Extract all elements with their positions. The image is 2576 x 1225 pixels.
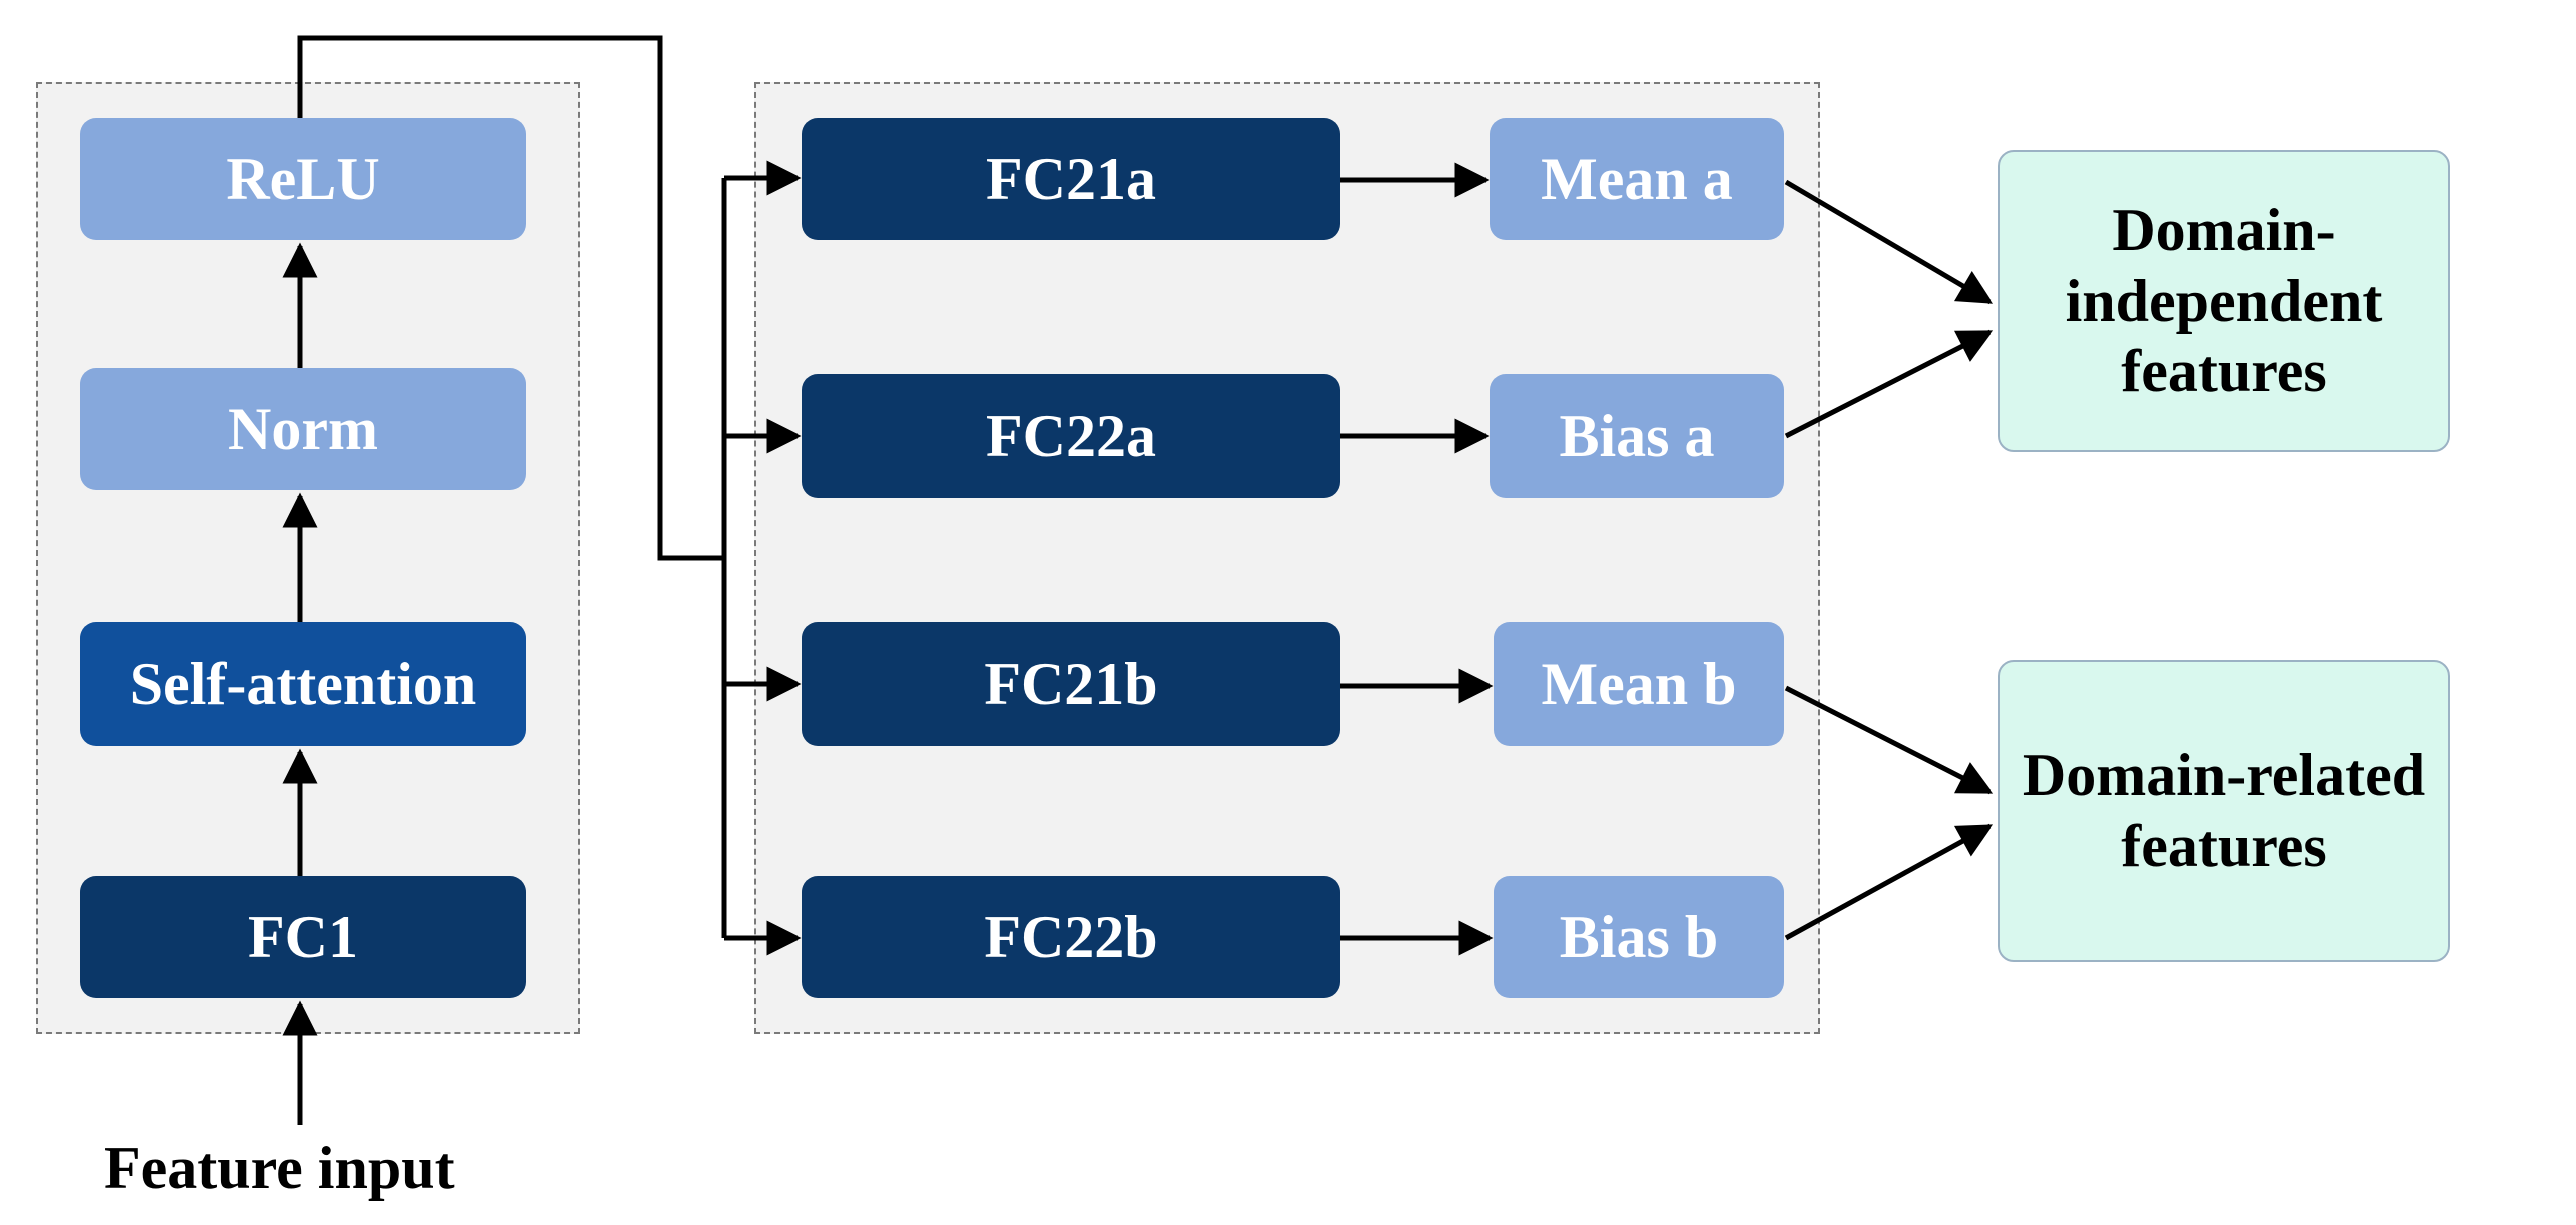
mean-a-label: Mean a — [1541, 145, 1733, 212]
encoder-panel — [36, 82, 580, 1034]
domain-related-features-box: Domain-related features — [1998, 660, 2450, 962]
heads-panel — [754, 82, 1820, 1034]
norm-block: Norm — [80, 368, 526, 490]
arrow-mean-b-to-related — [1784, 685, 1994, 795]
bias-a-label: Bias a — [1559, 402, 1715, 469]
bias-b-block: Bias b — [1494, 876, 1784, 998]
fc21a-block: FC21a — [802, 118, 1340, 240]
self-attention-block: Self-attention — [80, 622, 526, 746]
domain-independent-line-1: Domain- — [2112, 196, 2336, 263]
domain-independent-line-2: independent — [2065, 267, 2383, 334]
self-attention-label: Self-attention — [129, 650, 477, 717]
relu-block: ReLU — [80, 118, 526, 240]
fc22a-label: FC22a — [986, 402, 1156, 469]
fc22b-block: FC22b — [802, 876, 1340, 998]
mean-a-block: Mean a — [1490, 118, 1784, 240]
fc21b-block: FC21b — [802, 622, 1340, 746]
arrow-mean-a-to-independent — [1784, 179, 1994, 305]
domain-related-line-1: Domain-related — [2022, 742, 2426, 809]
relu-output-route — [297, 35, 724, 561]
arrow-bias-b-to-related — [1784, 823, 1994, 941]
fc22b-label: FC22b — [984, 903, 1158, 970]
fc21a-label: FC21a — [986, 145, 1156, 212]
feature-input-label: Feature input — [104, 1135, 455, 1201]
domain-independent-line-3: features — [2121, 338, 2327, 405]
mean-b-label: Mean b — [1541, 650, 1737, 717]
norm-label: Norm — [228, 395, 378, 462]
bias-b-label: Bias b — [1559, 903, 1719, 970]
mean-b-block: Mean b — [1494, 622, 1784, 746]
fc1-block: FC1 — [80, 876, 526, 998]
arrow-bias-a-to-independent — [1784, 329, 1994, 439]
fc1-label: FC1 — [248, 903, 358, 970]
fc21b-label: FC21b — [984, 650, 1158, 717]
domain-related-line-2: features — [2121, 813, 2327, 879]
bias-a-block: Bias a — [1490, 374, 1784, 498]
fc22a-block: FC22a — [802, 374, 1340, 498]
domain-independent-features-box: Domain- independent features — [1998, 150, 2450, 452]
relu-label: ReLU — [226, 145, 380, 212]
